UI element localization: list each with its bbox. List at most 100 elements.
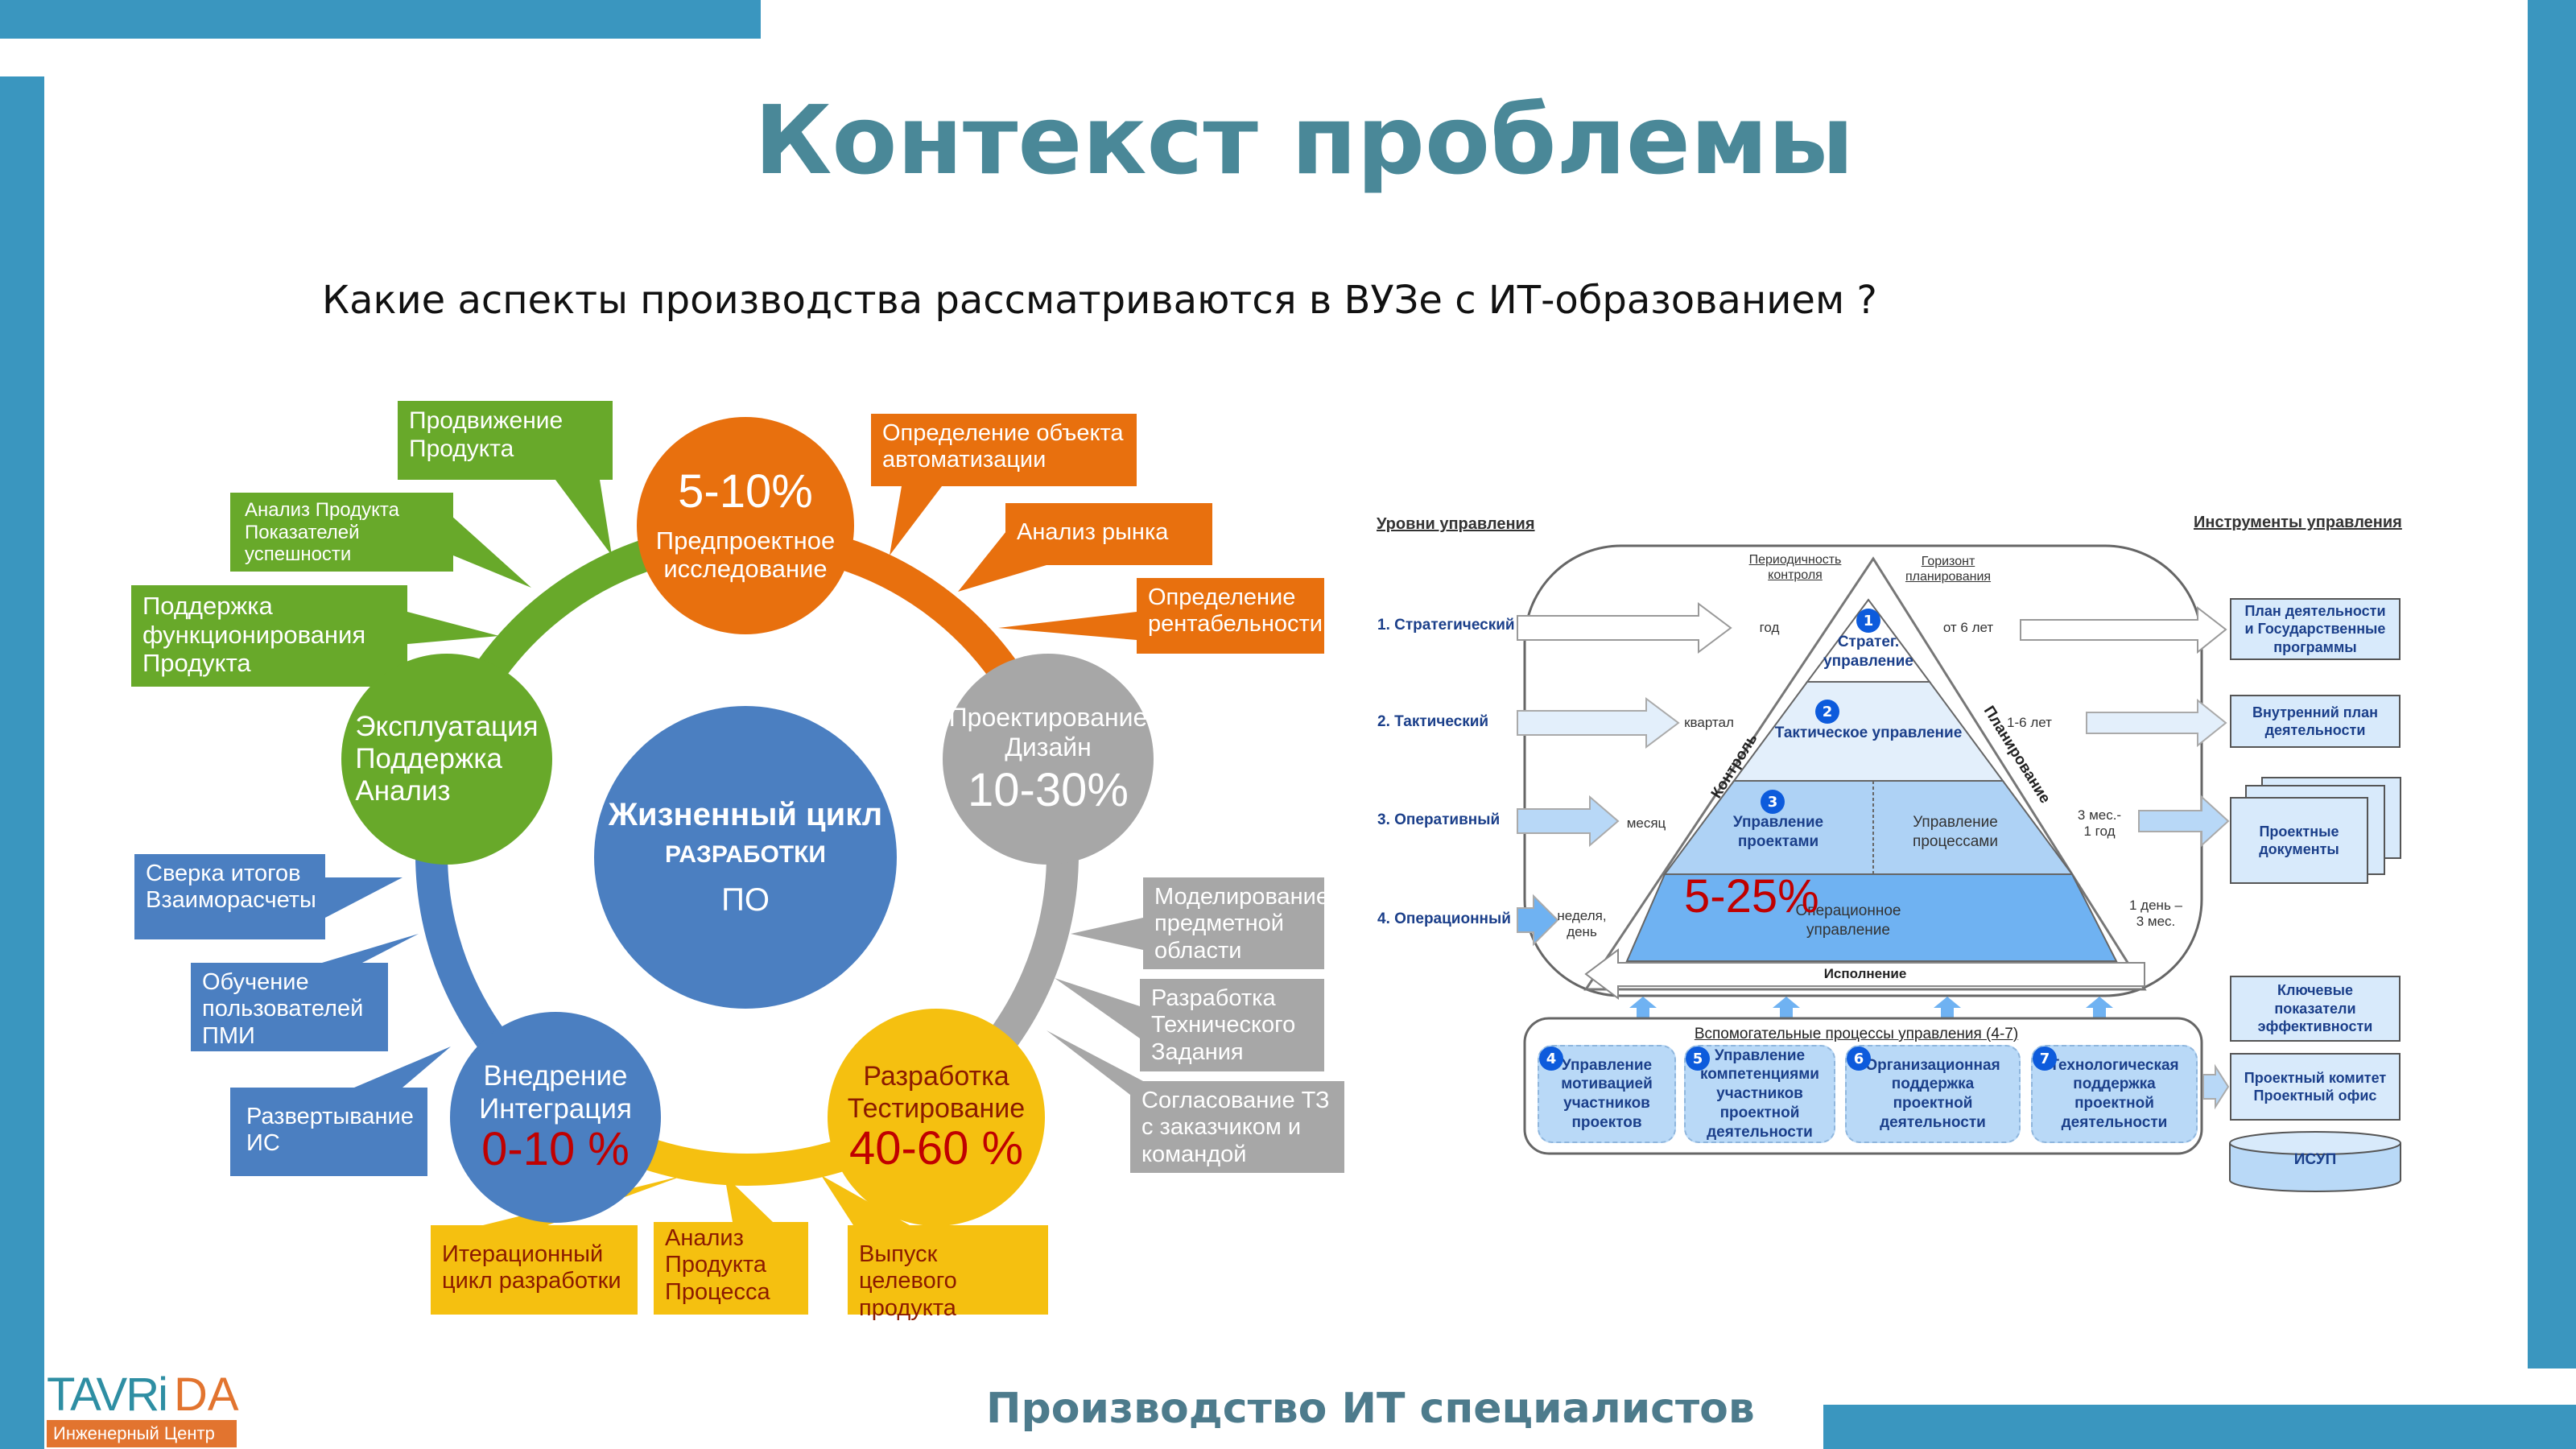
callout-product-analysis: Анализ Продукта Показателей успешности — [230, 493, 453, 572]
lifecycle-center-circle: Жизненный цикл РАЗРАБОТКИ ПО — [594, 706, 897, 1009]
aux-number-6: 6 — [1847, 1046, 1871, 1071]
callout-tail — [322, 934, 419, 963]
layer-number-2: 2 — [1815, 700, 1839, 724]
level-strategic: 1. Стратегический — [1377, 617, 1515, 634]
left-accent-bar — [0, 76, 44, 1449]
right-accent-bar — [2528, 0, 2576, 1368]
period-operative: месяц — [1626, 815, 1666, 831]
aux-processes-title: Вспомогательные процессы управления (4-7… — [1694, 1026, 2019, 1042]
aux-process-technological: Технологическая поддержка проектной деят… — [2031, 1045, 2198, 1143]
callout-tail — [998, 612, 1137, 640]
horizon-strategic: от 6 лет — [1942, 620, 1994, 635]
tavrida-logo: TAVRi DA Инженерный Центр — [47, 1368, 240, 1449]
level-operative: 3. Оперативный — [1377, 811, 1501, 828]
aux-label: Управление мотивацией участников проекто… — [1561, 1056, 1653, 1131]
callout-is-deployment: Развертывание ИС — [230, 1088, 427, 1176]
control-period-header: Периодичность контроля — [1748, 553, 1842, 583]
phase-design: Проектирование Дизайн 10-30% — [943, 654, 1154, 865]
callout-tail — [1071, 918, 1143, 950]
planning-horizon-header: Горизонт планирования — [1905, 555, 1992, 584]
callout-tail — [555, 480, 612, 555]
arrow-strategic — [1517, 602, 1732, 654]
arrow-to-tool-3 — [2138, 795, 2230, 848]
aux-number-5: 5 — [1686, 1046, 1710, 1071]
phase-percent: 10-30% — [968, 764, 1129, 817]
aux-number-7: 7 — [2033, 1046, 2057, 1071]
arrow-tactical — [1517, 697, 1680, 749]
management-levels-diagram: Уровни управления Инструменты управления… — [1377, 514, 2402, 1192]
horizon-operational: 1 день – 3 мес. — [2129, 898, 2182, 930]
callout-product-release: Выпуск целевого продукта — [848, 1225, 1048, 1321]
aux-label: Технологическая поддержка проектной деят… — [2050, 1056, 2179, 1131]
arrow-operational — [1517, 894, 1559, 947]
footer-caption: Производство ИТ специалистов — [986, 1385, 1755, 1433]
period-operational: неделя, день — [1557, 908, 1607, 940]
aux-process-organizational: Организационная поддержка проектной деят… — [1845, 1045, 2021, 1143]
center-line3: ПО — [721, 882, 770, 919]
tools-header: Инструменты управления — [2194, 514, 2402, 531]
arrow-to-committee — [2202, 1063, 2230, 1110]
callout-tail — [958, 531, 1046, 592]
center-line2: РАЗРАБОТКИ — [665, 840, 826, 868]
callout-spec-approval: Согласование ТЗ с заказчиком и командой — [1130, 1081, 1344, 1173]
management-diagram-shapes — [1517, 544, 2401, 1192]
aux-process-competence: Управление компетенциями участников прое… — [1684, 1045, 1835, 1143]
callout-profitability: Определение рентабельности — [1137, 578, 1324, 654]
tool-project-documents: Проектные документы — [2230, 797, 2368, 884]
layer-operational — [1625, 873, 2118, 962]
logo-wordmark: TAVRi DA — [47, 1368, 239, 1421]
layer-processes-label: Управление процессами — [1913, 814, 1998, 850]
callout-user-training: Обучение пользователей ПМИ — [191, 963, 388, 1051]
phase-percent: 5-10% — [678, 464, 813, 518]
levels-header: Уровни управления — [1377, 515, 1535, 533]
layer-tactical-label: Тактическое управление — [1774, 724, 1963, 741]
center-line1: Жизненный цикл — [608, 796, 883, 832]
callout-settlements: Сверка итогов Взаиморасчеты — [134, 854, 325, 939]
phase-name: Предпроектное исследование — [655, 526, 836, 584]
period-strategic: год — [1759, 620, 1780, 635]
phase-name: Проектирование Дизайн — [948, 702, 1148, 762]
execution-arrow — [1584, 948, 2145, 1000]
tool-internal-plan: Внутренний план деятельности — [2230, 695, 2401, 748]
callout-spec-development: Разработка Технического Задания — [1140, 979, 1324, 1071]
execution-label: Исполнение — [1823, 966, 1907, 981]
period-tactical: квартал — [1684, 715, 1734, 730]
lifecycle-diagram: Продвижение Продукта Анализ Продукта Пок… — [131, 401, 1344, 1321]
arrow-to-tool-1 — [2020, 605, 2227, 654]
callout-tail — [325, 877, 402, 918]
phase-development: Разработка Тестирование 40-60 % — [828, 1009, 1045, 1226]
callout-product-support: Поддержка функционирования Продукта — [131, 585, 407, 687]
layer-number-1: 1 — [1856, 609, 1880, 633]
phase-name: Эксплуатация Поддержка Анализ — [355, 710, 539, 807]
aux-label: Организационная поддержка проектной деят… — [1865, 1056, 2000, 1131]
callout-tail — [451, 515, 531, 588]
phase-operation: Эксплуатация Поддержка Анализ — [341, 654, 552, 865]
bottom-right-accent-bar — [1823, 1405, 2576, 1449]
callout-tail — [1046, 1030, 1143, 1095]
callout-tail — [354, 1046, 451, 1088]
callout-tail — [890, 486, 942, 555]
callout-product-promotion: Продвижение Продукта — [398, 401, 613, 480]
horizon-operative: 3 мес.- 1 год — [2077, 807, 2122, 840]
subtitle-question: Какие аспекты производства рассматривают… — [322, 278, 1877, 323]
tool-kpi: Ключевые показатели эффективности — [2230, 976, 2401, 1042]
aux-label: Управление компетенциями участников прое… — [1700, 1046, 1819, 1141]
up-arrows — [1629, 997, 2113, 1018]
callout-tail — [724, 1175, 773, 1222]
callout-iterative-cycle: Итерационный цикл разработки — [431, 1225, 638, 1315]
tool-activity-plan: План деятельности и Государственные прог… — [2230, 598, 2401, 660]
svg-text:DA: DA — [174, 1370, 239, 1417]
level-operational: 4. Операционный — [1377, 910, 1511, 927]
phase-deployment: Внедрение Интеграция 0-10 % — [450, 1012, 661, 1223]
layer-projects-label: Управление проектами — [1732, 814, 1824, 850]
callout-tail — [1055, 978, 1140, 1038]
callout-product-process-analysis: Анализ Продукта Процесса — [654, 1222, 808, 1315]
phase-percent: 0-10 % — [481, 1122, 630, 1175]
logo-tagline: Инженерный Центр — [47, 1420, 237, 1447]
phase-percent: 40-60 % — [848, 1121, 1024, 1174]
callout-tail — [407, 612, 499, 644]
top-left-accent-bar — [0, 0, 761, 39]
page-title: Контекст проблемы — [753, 85, 1855, 196]
tool-project-office: Проектный комитет Проектный офис — [2230, 1053, 2401, 1121]
tool-isup: ИСУП — [2293, 1151, 2337, 1168]
